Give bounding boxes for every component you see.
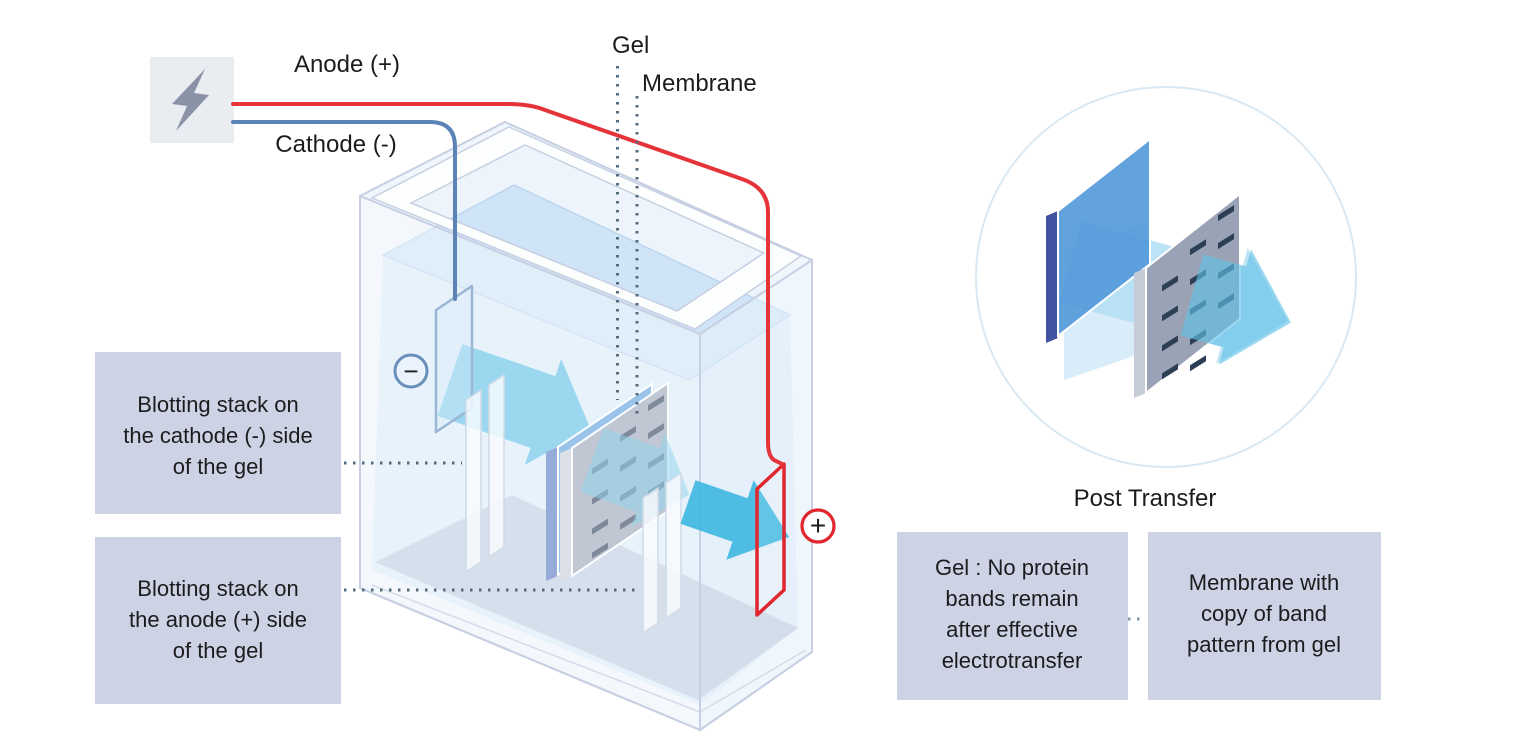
protein-band: [648, 423, 664, 440]
callout-line: of the gel: [173, 454, 264, 479]
blotting-sheet: [642, 486, 659, 635]
callout-line: after effective: [946, 617, 1078, 642]
protein-band: [1190, 355, 1206, 372]
anode-electrode-plate: [755, 462, 786, 617]
post-transfer-inset: [975, 86, 1357, 468]
callout-line: of the gel: [173, 638, 264, 663]
plus-circle-icon: [800, 508, 836, 544]
power-supply: [150, 57, 234, 143]
blotting-stack-anode: [642, 471, 682, 635]
protein-band: [1218, 233, 1234, 250]
anode-plus-badge: +: [800, 508, 836, 544]
protein-band: [1190, 239, 1206, 256]
tank-wall-inner-line: [371, 584, 807, 713]
callout-cathode-stack: Blotting stack on the cathode (-) side o…: [95, 352, 341, 514]
callout-line: the anode (+) side: [129, 607, 307, 632]
cathode-symbol: −: [403, 356, 418, 386]
callout-line: Gel : No protein: [935, 555, 1089, 580]
blotting-sheet: [465, 388, 482, 574]
protein-band: [1162, 335, 1178, 352]
blotting-sheet: [488, 373, 505, 559]
protein-band: [620, 513, 636, 530]
transfer-arrow-to-anode: [680, 480, 790, 560]
inset-membrane-edge: [1134, 268, 1146, 398]
pointer-lines: [344, 66, 1146, 621]
callout-line: pattern from gel: [1187, 632, 1341, 657]
callout-box: [1148, 532, 1381, 700]
tank-rim: [370, 126, 803, 330]
protein-band: [1218, 205, 1234, 222]
callout-post-membrane: Membrane with copy of band pattern from …: [1148, 532, 1381, 700]
callout-post-gel: Gel : No protein bands remain after effe…: [897, 532, 1128, 700]
inset-transfer-arrow-front: [1180, 249, 1291, 365]
callout-box: [95, 352, 341, 514]
blotting-sheet: [665, 471, 682, 620]
protein-band: [1162, 363, 1178, 380]
callout-line: bands remain: [945, 586, 1078, 611]
anode-wire-label: Anode (+): [294, 51, 400, 78]
protein-band: [592, 542, 608, 559]
anode-wire: [231, 102, 786, 467]
lightning-bolt-icon: [172, 69, 209, 131]
callout-line: copy of band: [1201, 601, 1327, 626]
callout-line: the cathode (-) side: [123, 423, 313, 448]
callout-line: electrotransfer: [942, 648, 1083, 673]
protein-band: [1162, 305, 1178, 322]
inset-gel-edge: [1046, 211, 1058, 343]
transfer-arrow-cathode-side: [437, 344, 591, 465]
membrane-label: Membrane: [642, 70, 757, 97]
cathode-minus-badge: −: [393, 353, 429, 389]
gel-edge: [546, 447, 558, 581]
membrane-edge: [560, 448, 572, 582]
protein-band: [648, 395, 664, 412]
callout-box: [897, 532, 1128, 700]
tank-outline: [359, 120, 813, 732]
minus-circle-icon: [393, 353, 429, 389]
transfer-tank: [359, 120, 813, 732]
cathode-wire-label: Cathode (-): [275, 131, 396, 158]
callout-line: Blotting stack on: [137, 576, 298, 601]
callout-line: Blotting stack on: [137, 392, 298, 417]
callout-line: Membrane with: [1189, 570, 1339, 595]
protein-band: [592, 518, 608, 535]
cathode-wire: [231, 120, 457, 301]
transfer-arrow-through-membrane: [580, 428, 690, 528]
callout-box: [95, 537, 341, 704]
anode-symbol: +: [810, 510, 826, 541]
post-transfer-title: Post Transfer: [1074, 485, 1217, 512]
protein-band: [1162, 275, 1178, 292]
blotting-stack-cathode: [465, 373, 505, 574]
tank-inner-wall-right: [525, 145, 764, 308]
callout-anode-stack: Blotting stack on the anode (+) side of …: [95, 537, 341, 704]
gel-label: Gel: [612, 32, 649, 59]
